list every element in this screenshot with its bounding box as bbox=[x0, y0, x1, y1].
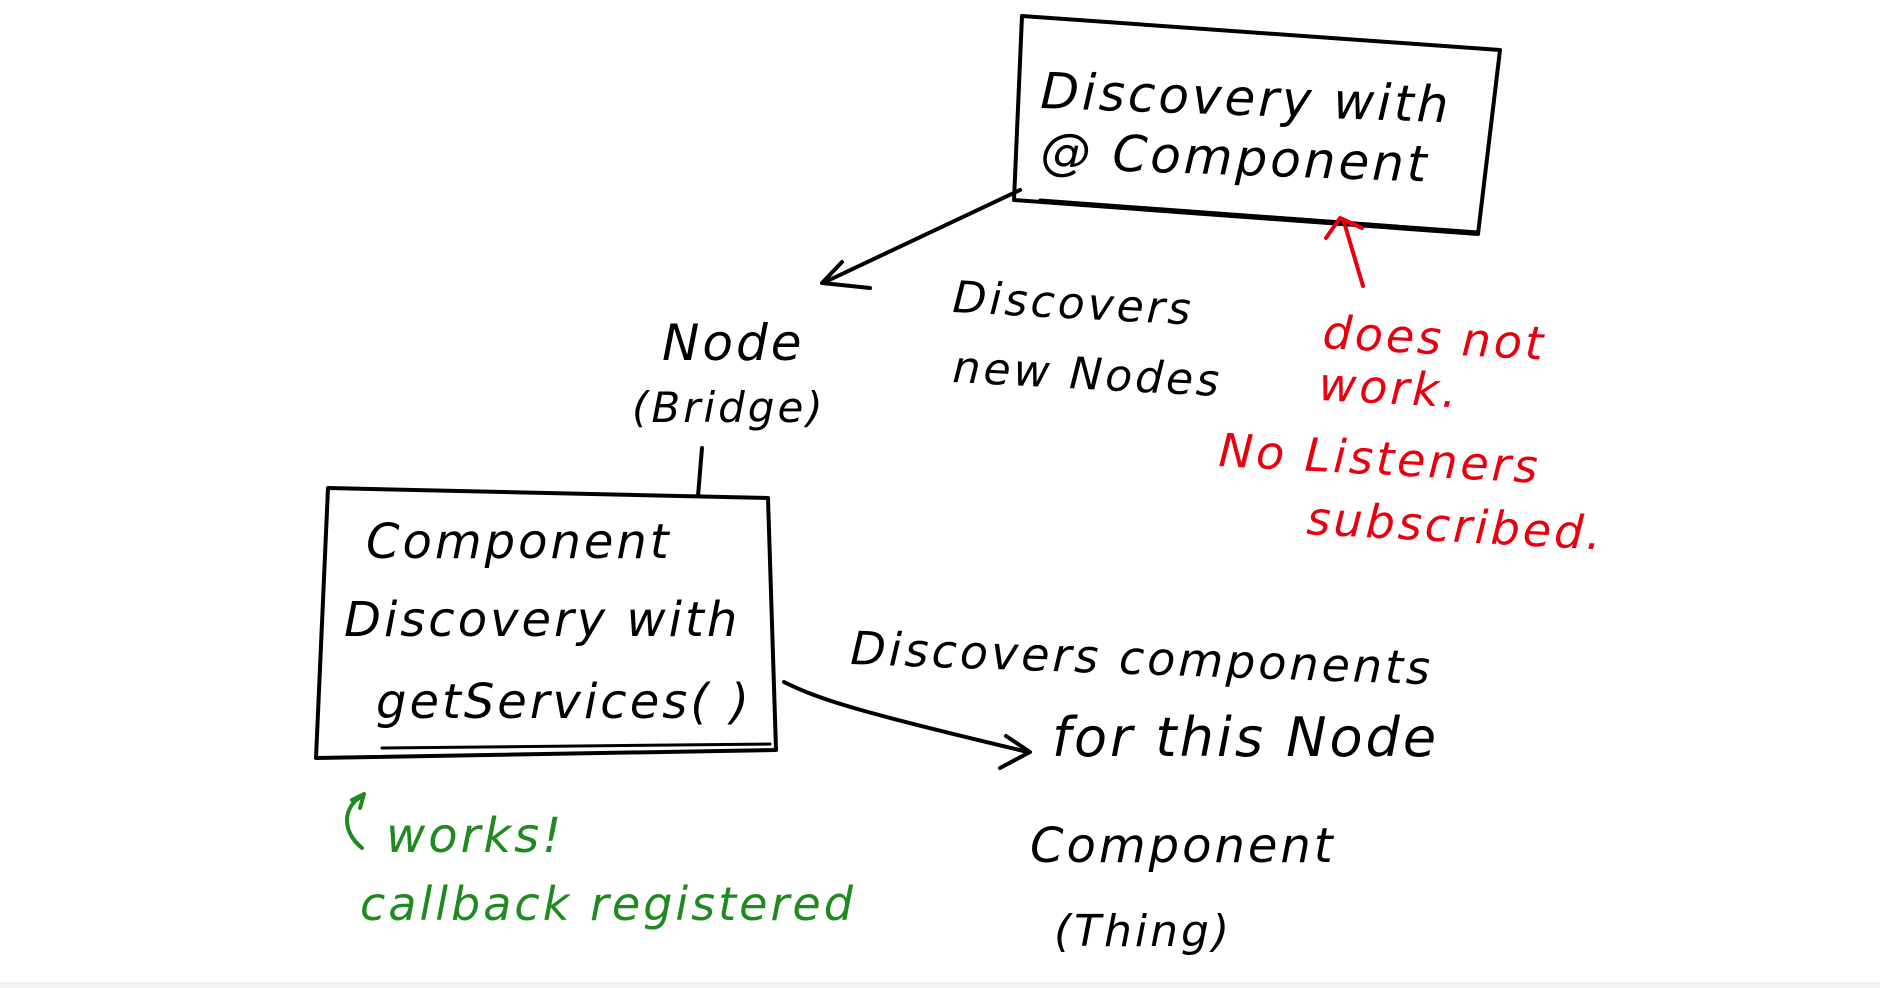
top-box-line2: @ Component bbox=[1040, 122, 1431, 194]
discovers-new-nodes-line2: new Nodes bbox=[951, 342, 1223, 407]
arrow-box-to-components-head bbox=[998, 734, 1032, 770]
bottom-box-inner-line bbox=[380, 742, 772, 750]
node-title: Node bbox=[662, 314, 805, 372]
canvas-bottom-edge bbox=[0, 982, 1880, 988]
green-note-line1: works! bbox=[386, 808, 564, 864]
component-thing-subtitle: (Thing) bbox=[1054, 906, 1232, 957]
green-annotation: works! callback registered bbox=[345, 792, 856, 931]
bottom-box-outline bbox=[314, 486, 778, 760]
arrow-top-to-node-shaft bbox=[823, 188, 1022, 284]
arrow-box-to-components-shaft bbox=[782, 680, 1030, 754]
green-note-line2: callback registered bbox=[360, 877, 856, 931]
component-thing-title: Component bbox=[1030, 818, 1336, 874]
top-box-line1: Discovery with bbox=[1040, 62, 1453, 134]
top-box-underline bbox=[1038, 198, 1480, 234]
red-note-line1: does not bbox=[1321, 305, 1547, 371]
top-discovery-box: Discovery with @ Component bbox=[1012, 14, 1502, 236]
node-connector-line bbox=[696, 446, 704, 498]
arrow-box-to-components bbox=[782, 680, 1032, 770]
discovers-components-line2: for this Node bbox=[1052, 706, 1439, 769]
red-note-line4: subscribed. bbox=[1305, 491, 1605, 561]
red-annotation: does not work. No Listeners subscribed. bbox=[1217, 216, 1605, 561]
bottom-box-line1: Component bbox=[366, 514, 672, 570]
bottom-discovery-box: Component Discovery with getServices( ) bbox=[314, 486, 778, 760]
discovers-new-nodes-line1: Discovers bbox=[951, 272, 1195, 336]
red-note-line2: work. bbox=[1317, 357, 1461, 418]
node-subtitle: (Bridge) bbox=[632, 383, 826, 432]
bottom-box-line2: Discovery with bbox=[344, 592, 740, 648]
bottom-box-line3: getServices( ) bbox=[376, 674, 752, 730]
green-hook-arrow-icon bbox=[345, 792, 366, 850]
top-box-outline bbox=[1012, 14, 1502, 236]
arrow-top-to-node-head bbox=[820, 260, 872, 290]
arrow-top-to-node bbox=[820, 188, 1022, 290]
discovers-components-line1: Discovers components bbox=[850, 621, 1434, 695]
red-arrow-shaft bbox=[1342, 220, 1365, 288]
red-arrow-head bbox=[1324, 216, 1364, 240]
red-note-line3: No Listeners bbox=[1217, 423, 1542, 494]
